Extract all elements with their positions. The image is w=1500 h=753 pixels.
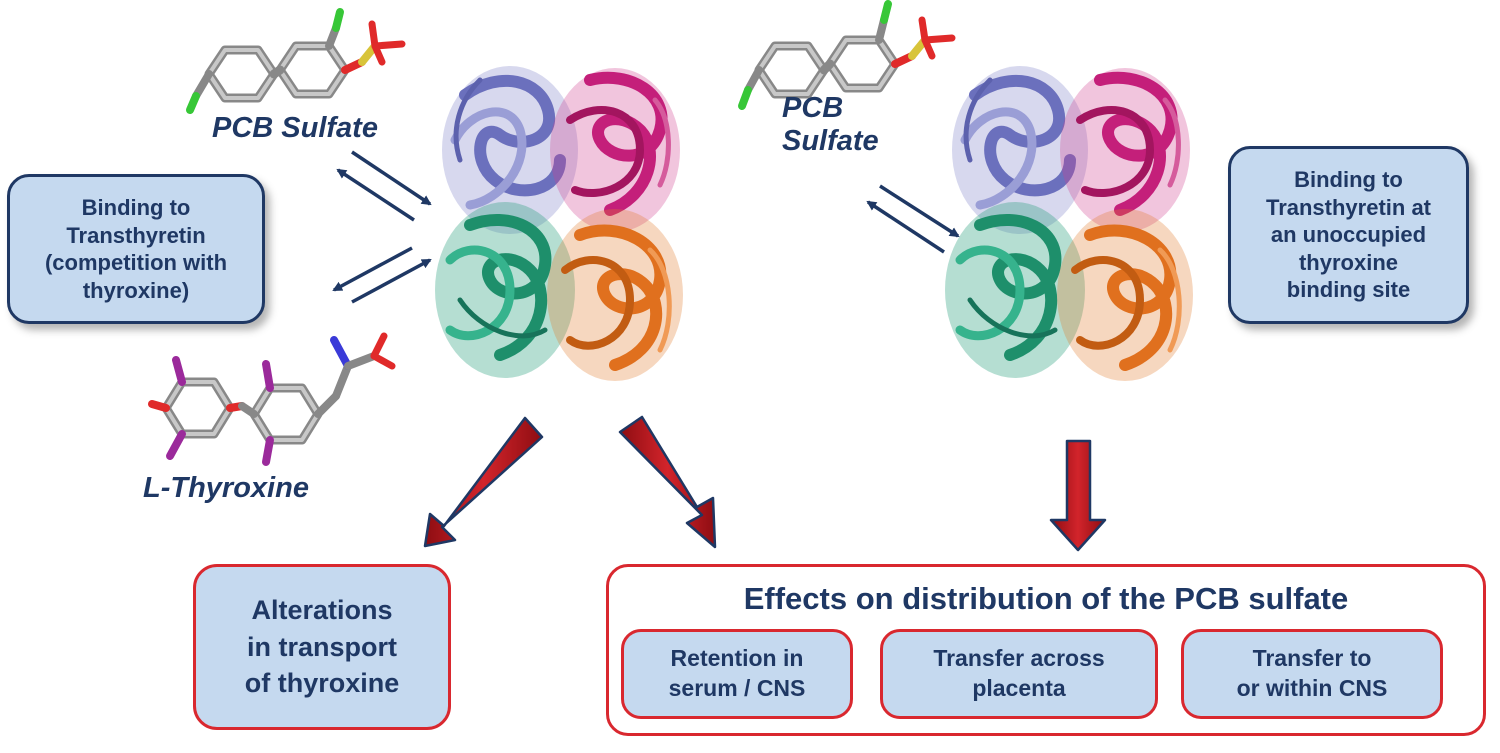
red-arrow-to-effects-left bbox=[618, 415, 717, 549]
pcb-sulfate-label-left: PCB Sulfate bbox=[212, 112, 378, 144]
binding-competition-box: Binding to Transthyretin (competition wi… bbox=[7, 174, 265, 324]
effects-panel: Effects on distribution of the PCB sulfa… bbox=[606, 564, 1486, 736]
effect-retention-box: Retention in serum / CNS bbox=[621, 629, 853, 719]
transthyretin-structure-right bbox=[945, 66, 1193, 381]
effects-title: Effects on distribution of the PCB sulfa… bbox=[743, 581, 1349, 616]
transthyretin-structure-left bbox=[435, 66, 683, 381]
pcb-sulfate-label-right: PCB Sulfate bbox=[782, 92, 879, 158]
red-arrow-to-alterations bbox=[423, 416, 544, 548]
alterations-box: Alterations in transport of thyroxine bbox=[193, 564, 451, 730]
effect-cns-box: Transfer to or within CNS bbox=[1181, 629, 1443, 719]
red-arrow-to-effects-right bbox=[1049, 439, 1107, 552]
pcb-sulfate-molecule-right bbox=[738, 0, 956, 110]
binding-unoccupied-box: Binding to Transthyretin at an unoccupie… bbox=[1228, 146, 1469, 324]
thyroxine-molecule bbox=[148, 332, 396, 466]
pcb-sulfate-molecule-left bbox=[186, 8, 406, 114]
equilibrium-arrows-pcb-right bbox=[866, 184, 960, 254]
equilibrium-arrows-thyroxine bbox=[332, 246, 432, 304]
thyroxine-label: L-Thyroxine bbox=[143, 472, 309, 504]
equilibrium-arrows-pcb-left bbox=[336, 150, 432, 222]
effect-placenta-box: Transfer across placenta bbox=[880, 629, 1158, 719]
